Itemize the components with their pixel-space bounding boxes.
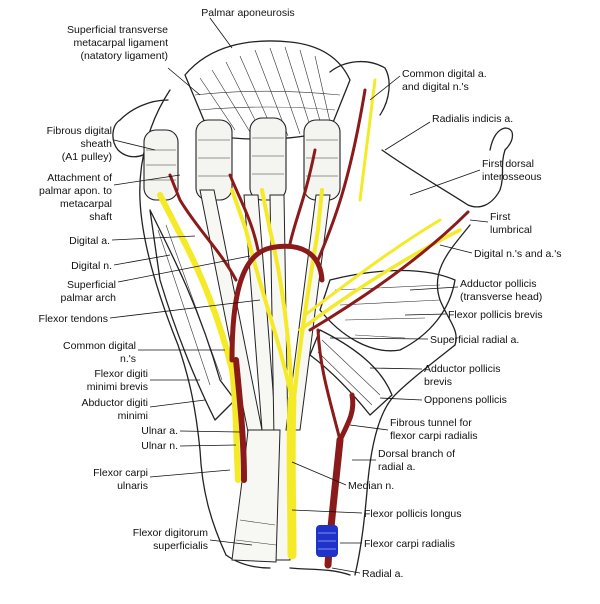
label-flexor-tendons: Flexor tendons [39, 313, 108, 325]
label-flexor-digitorum-2: superficialis [153, 540, 208, 552]
label-superficial-radial-a: Superficial radial a. [430, 334, 519, 346]
label-median-n: Median n. [348, 480, 394, 492]
label-common-digital-ns-2: n.'s [120, 353, 136, 365]
label-attachment-2: palmar apon. to [39, 185, 112, 197]
label-abductor-digiti-2: minimi [118, 410, 148, 422]
label-common-digital-ns-1: Common digital [63, 340, 136, 352]
label-superficial-arch-2: palmar arch [61, 292, 117, 304]
label-attachment-3: metacarpal [60, 198, 112, 210]
label-attachment-4: shaft [89, 211, 112, 223]
label-adductor-brevis-1: Adductor pollicis [424, 363, 500, 375]
label-adductor-trans-1: Adductor pollicis [460, 278, 536, 290]
label-common-digital-a-1: Common digital a. [402, 68, 487, 80]
label-flexor-digitorum-1: Flexor digitorum [133, 527, 209, 539]
label-superficial-transverse-3: (natatory ligament) [80, 50, 168, 62]
radial-vein [316, 525, 338, 557]
labels: Palmar aponeurosis Superficial transvers… [39, 7, 562, 580]
label-digital-ns-as: Digital n.'s and a.'s [474, 248, 561, 260]
leader-lines [109, 17, 489, 574]
label-fibrous-digital-3: (A1 pulley) [62, 151, 112, 163]
label-superficial-transverse-2: metacarpal ligament [73, 37, 168, 49]
arteries [168, 88, 470, 569]
label-flexor-carpi-radialis: Flexor carpi radialis [364, 538, 455, 550]
label-dorsal-branch-1: Dorsal branch of [378, 448, 455, 460]
label-flexor-pollicis-longus: Flexor pollicis longus [364, 508, 461, 520]
label-radial-a: Radial a. [362, 568, 403, 580]
nerves [157, 78, 462, 560]
label-attachment-1: Attachment of [47, 172, 112, 184]
label-fibrous-digital-1: Fibrous digital [47, 125, 112, 137]
label-flexor-carpi-ulnaris-2: ulnaris [117, 480, 148, 492]
label-digital-a: Digital a. [69, 235, 110, 247]
label-first-dorsal-1: First dorsal [482, 158, 534, 170]
label-common-digital-a-2: and digital n.'s [402, 81, 469, 93]
label-flexor-digiti-2: minimi brevis [87, 381, 148, 393]
label-opponens-pollicis: Opponens pollicis [424, 394, 507, 406]
label-abductor-digiti-1: Abductor digiti [81, 397, 148, 409]
label-fibrous-tunnel-1: Fibrous tunnel for [390, 417, 472, 429]
label-ulnar-a: Ulnar a. [141, 425, 178, 437]
label-dorsal-branch-2: radial a. [378, 461, 415, 473]
label-radialis-indicis: Radialis indicis a. [432, 113, 513, 125]
label-first-dorsal-2: interosseous [482, 171, 542, 183]
label-ulnar-n: Ulnar n. [141, 440, 178, 452]
label-fibrous-digital-2: sheath [80, 138, 112, 150]
label-digital-n: Digital n. [71, 260, 112, 272]
label-flexor-digiti-1: Flexor digiti [94, 368, 148, 380]
label-first-lumbrical-1: First [490, 211, 510, 223]
label-adductor-brevis-2: brevis [424, 376, 452, 388]
label-superficial-transverse-1: Superficial transverse [67, 24, 168, 36]
hand-outline [112, 61, 514, 576]
label-flexor-pollicis-brevis: Flexor pollicis brevis [448, 309, 543, 321]
finger-sheaths [143, 117, 341, 201]
label-superficial-arch-1: Superficial [67, 279, 116, 291]
label-adductor-trans-2: (transverse head) [460, 291, 542, 303]
label-fibrous-tunnel-2: flexor carpi radialis [390, 430, 478, 442]
label-flexor-carpi-ulnaris-1: Flexor carpi [93, 467, 148, 479]
label-palmar-aponeurosis: Palmar aponeurosis [201, 7, 294, 19]
label-first-lumbrical-2: lumbrical [490, 224, 532, 236]
